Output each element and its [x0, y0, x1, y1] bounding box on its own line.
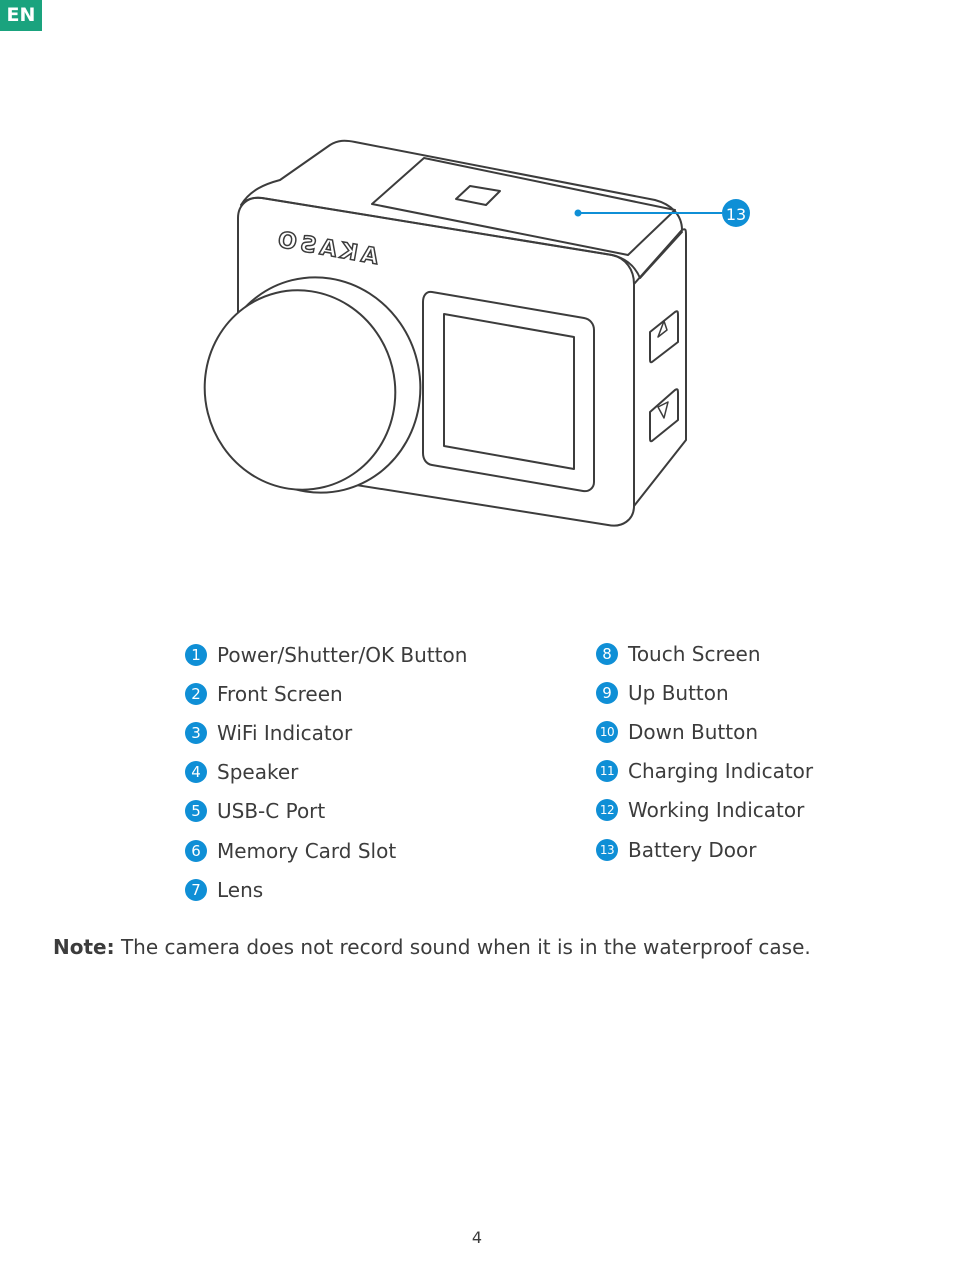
camera-illustration: AKASO 13	[0, 120, 954, 550]
legend-item: 4 Speaker	[185, 753, 467, 792]
callout-dot	[574, 209, 582, 217]
number-badge: 8	[596, 642, 618, 665]
legend-item: 3 WiFi Indicator	[185, 713, 467, 752]
legend-item: 10 Down Button	[596, 712, 813, 751]
legend-label: Lens	[217, 877, 264, 902]
legend-item: 6 Memory Card Slot	[185, 831, 467, 870]
legend-label: Working Indicator	[628, 798, 805, 823]
legend-label: Speaker	[217, 760, 299, 785]
legend-left-column: 1 Power/Shutter/OK Button 2 Front Screen 3 Wi…	[185, 635, 467, 909]
legend-label: Front Screen	[217, 681, 343, 706]
legend-right-column: 8 Touch Screen 9 Up Button 10 Down Button 11 Ch…	[596, 634, 813, 869]
lens-cap	[203, 289, 397, 491]
down-button-triangle	[657, 401, 669, 419]
number-badge: 12	[596, 799, 618, 822]
brand-logo: AKASO	[272, 227, 380, 270]
legend-item: 12 Working Indicator	[596, 791, 813, 830]
legend-item: 2 Front Screen	[185, 674, 467, 713]
camera-front-face	[237, 196, 635, 527]
shutter-button	[455, 185, 501, 206]
number-badge: 1	[185, 643, 207, 666]
callout-badge	[722, 199, 750, 227]
legend-label: Battery Door	[628, 837, 757, 862]
legend-item: 11 Charging Indicator	[596, 752, 813, 791]
number-badge: 11	[596, 760, 618, 783]
down-button-frame	[649, 388, 679, 443]
front-screen-bezel	[422, 290, 595, 493]
number-badge: 10	[596, 720, 618, 743]
legend-label: Power/Shutter/OK Button	[217, 642, 468, 667]
legend-label: Down Button	[628, 719, 759, 744]
number-badge: 7	[185, 878, 207, 901]
legend-item: 7 Lens	[185, 870, 467, 909]
number-badge: 2	[185, 682, 207, 705]
legend-label: USB-C Port	[217, 799, 326, 824]
legend-item: 13 Battery Door	[596, 830, 813, 869]
note-text: The camera does not record sound when it…	[120, 935, 811, 959]
legend-label: Touch Screen	[628, 641, 761, 666]
note: Note: The camera does not record sound w…	[53, 935, 811, 959]
page-number: 4	[471, 1228, 483, 1247]
language-tab: EN	[0, 0, 42, 31]
legend-item: 8 Touch Screen	[596, 634, 813, 673]
legend-label: WiFi Indicator	[217, 720, 353, 745]
number-badge: 13	[596, 838, 618, 861]
legend-item: 1 Power/Shutter/OK Button	[185, 635, 467, 674]
battery-door-plate	[371, 157, 676, 256]
up-button-triangle	[657, 320, 668, 338]
front-screen-display	[443, 313, 575, 470]
number-badge: 3	[185, 721, 207, 744]
note-prefix: Note:	[53, 935, 115, 959]
legend-item: 5 USB-C Port	[185, 792, 467, 831]
number-badge: 9	[596, 681, 618, 704]
number-badge: 4	[185, 761, 207, 784]
legend-label: Charging Indicator	[628, 759, 814, 784]
callout-number: 13	[726, 205, 746, 224]
legend-label: Memory Card Slot	[217, 838, 397, 863]
legend-item: 9 Up Button	[596, 673, 813, 712]
number-badge: 6	[185, 839, 207, 862]
legend-label: Up Button	[628, 680, 729, 705]
number-badge: 5	[185, 800, 207, 823]
up-button-frame	[649, 310, 679, 364]
camera-side-face	[633, 228, 687, 507]
